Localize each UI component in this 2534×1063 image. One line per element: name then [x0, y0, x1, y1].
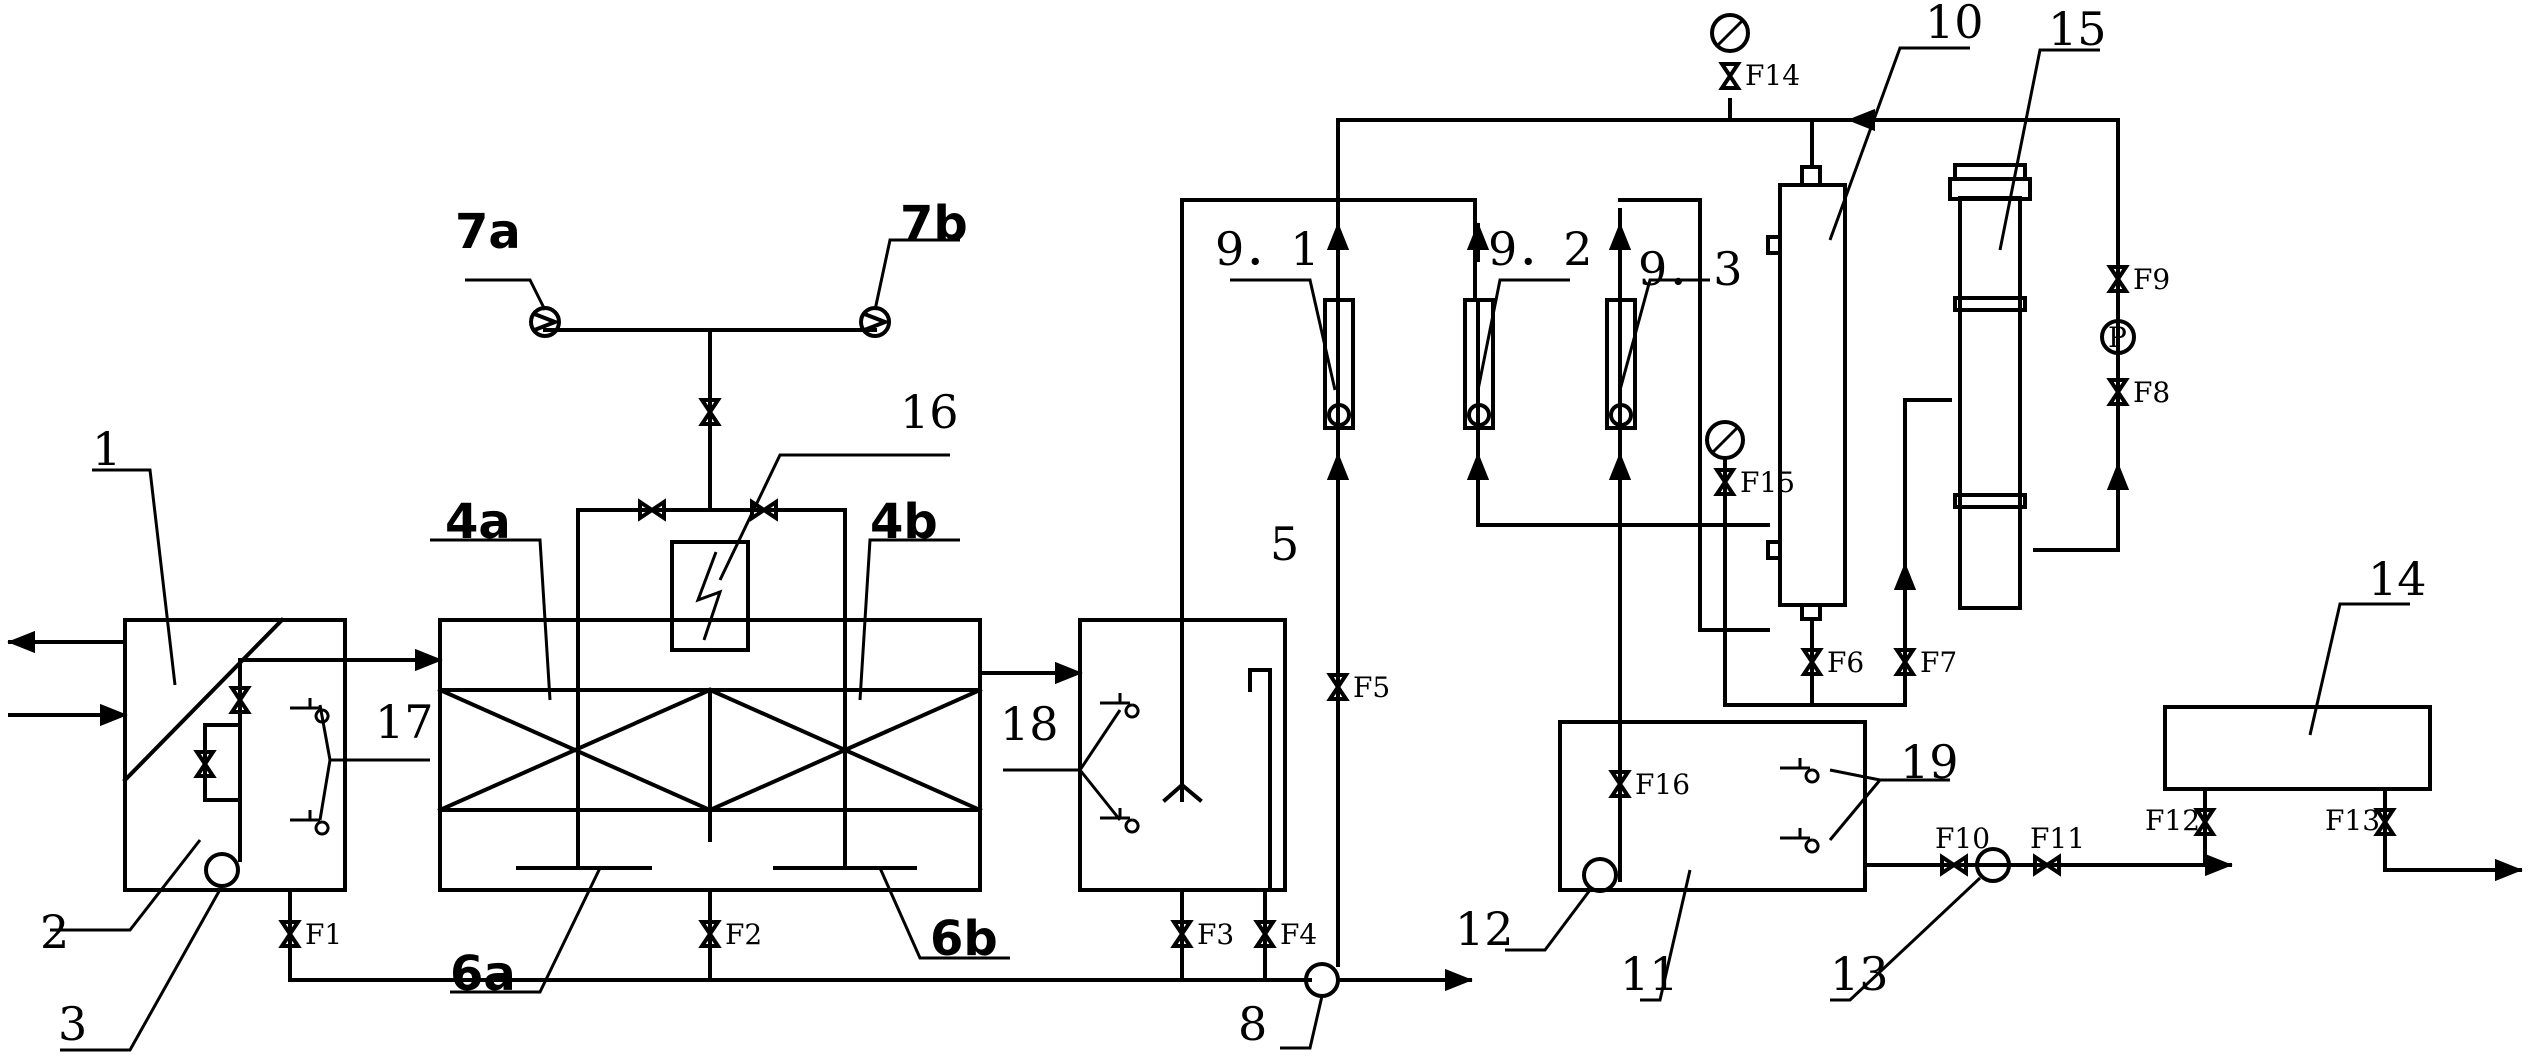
label-8: 8 — [1238, 997, 1267, 1051]
valve-label-f14: F14 — [1745, 59, 1800, 92]
pump-p-icon — [2100, 319, 2136, 355]
valve-label-f3: F3 — [1197, 918, 1234, 951]
pump-symbol: P — [2108, 321, 2127, 354]
pressure-gauge-f14-icon — [1710, 13, 1750, 53]
pump-3-icon — [204, 852, 240, 888]
rotameter-9-3-float — [1609, 403, 1633, 427]
label-13: 13 — [1830, 947, 1889, 1001]
label-19: 19 — [1900, 735, 1959, 789]
tank-11 — [1558, 720, 1867, 892]
level-switch-icons — [290, 693, 1820, 854]
tank-2 — [123, 618, 347, 892]
pump8-to-rotameter — [1336, 118, 1852, 967]
column-10-side-port-1 — [1766, 235, 1782, 255]
loop-f9-f8 — [2033, 118, 2120, 552]
label-6b: 6b — [930, 911, 998, 967]
label-5: 5 — [1270, 517, 1299, 571]
membrane-module-15 — [1958, 196, 2022, 610]
label-7a: 7a — [455, 204, 521, 260]
rotameter-9-2 — [1463, 298, 1495, 430]
pump3-to-reactor — [238, 648, 443, 862]
column-10 — [1778, 183, 1847, 607]
valve-label-f6: F6 — [1827, 646, 1864, 679]
lightning-icon — [695, 551, 723, 641]
valve-symbols — [193, 62, 2397, 948]
label-10: 10 — [1925, 0, 1984, 49]
pressure-gauge-f15-icon — [1705, 420, 1745, 460]
tank2-bypass — [203, 723, 242, 802]
rotameter-9-3 — [1605, 298, 1637, 430]
leader-lines — [50, 46, 2410, 1052]
label-16: 16 — [900, 385, 959, 439]
label-9-2: 9．2 — [1488, 222, 1593, 276]
tank5-overflow — [1248, 668, 1272, 892]
label-12: 12 — [1455, 902, 1514, 956]
rotameter-9-2-float — [1467, 403, 1491, 427]
label-18: 18 — [1000, 697, 1059, 751]
valve-label-f13: F13 — [2325, 804, 2380, 837]
module-15-flange-1 — [1953, 296, 2027, 312]
module-15-flange-top — [1948, 177, 2032, 201]
valve-label-f2: F2 — [725, 918, 762, 951]
valve-label-f15: F15 — [1740, 466, 1795, 499]
tank-14 — [2163, 705, 2432, 791]
label-1: 1 — [92, 422, 121, 476]
label-9-3: 9．3 — [1638, 242, 1743, 296]
rotameter92-line — [1476, 298, 1770, 527]
drain-header — [288, 888, 1312, 982]
rotameter-9-1 — [1323, 298, 1355, 430]
pump-13-icon — [1975, 847, 2011, 883]
compressor-7a-arrow — [534, 312, 561, 332]
sprayer — [1162, 782, 1203, 803]
rotameter-9-1-float — [1327, 403, 1351, 427]
valve-label-f11: F11 — [2030, 822, 2085, 855]
module-15-flange-2 — [1953, 493, 2027, 509]
bed-4a-cross2 — [437, 687, 713, 813]
label-4b: 4b — [870, 494, 938, 550]
label-9-1: 9．1 — [1215, 222, 1320, 276]
rotameter93-top — [1618, 198, 1770, 632]
valve-label-f4: F4 — [1280, 918, 1317, 951]
label-15: 15 — [2048, 2, 2107, 56]
valve-label-f5: F5 — [1353, 671, 1390, 704]
column-10-side-port-2 — [1766, 540, 1782, 560]
label-6a: 6a — [450, 946, 516, 1002]
pump-12-icon — [1582, 857, 1618, 893]
column-10-bottom-port — [1800, 603, 1822, 621]
label-11: 11 — [1620, 947, 1679, 1001]
gauge-needle — [1716, 19, 1744, 47]
label-3: 3 — [58, 997, 87, 1051]
f7-line — [1810, 398, 1952, 707]
label-7b: 7b — [900, 196, 968, 252]
valve-label-f9: F9 — [2133, 263, 2170, 296]
label-17: 17 — [375, 695, 434, 749]
f13-outlet — [2383, 788, 2523, 882]
valve-label-f1: F1 — [305, 918, 342, 951]
label-2: 2 — [40, 905, 69, 959]
column-10-top-port — [1800, 165, 1822, 187]
power-box-16 — [670, 540, 750, 652]
compressor-7b-arrow — [864, 312, 891, 332]
label-4a: 4a — [445, 494, 511, 550]
valve-label-f8: F8 — [2133, 376, 2170, 409]
valve-label-f12: F12 — [2145, 804, 2200, 837]
valve-label-f16: F16 — [1635, 768, 1690, 801]
gauge-needle — [1711, 426, 1739, 454]
valve-label-f7: F7 — [1920, 646, 1957, 679]
valve-label-f10: F10 — [1935, 822, 1990, 855]
label-14: 14 — [2368, 552, 2427, 606]
heat-exchanger-1 — [122, 617, 285, 783]
